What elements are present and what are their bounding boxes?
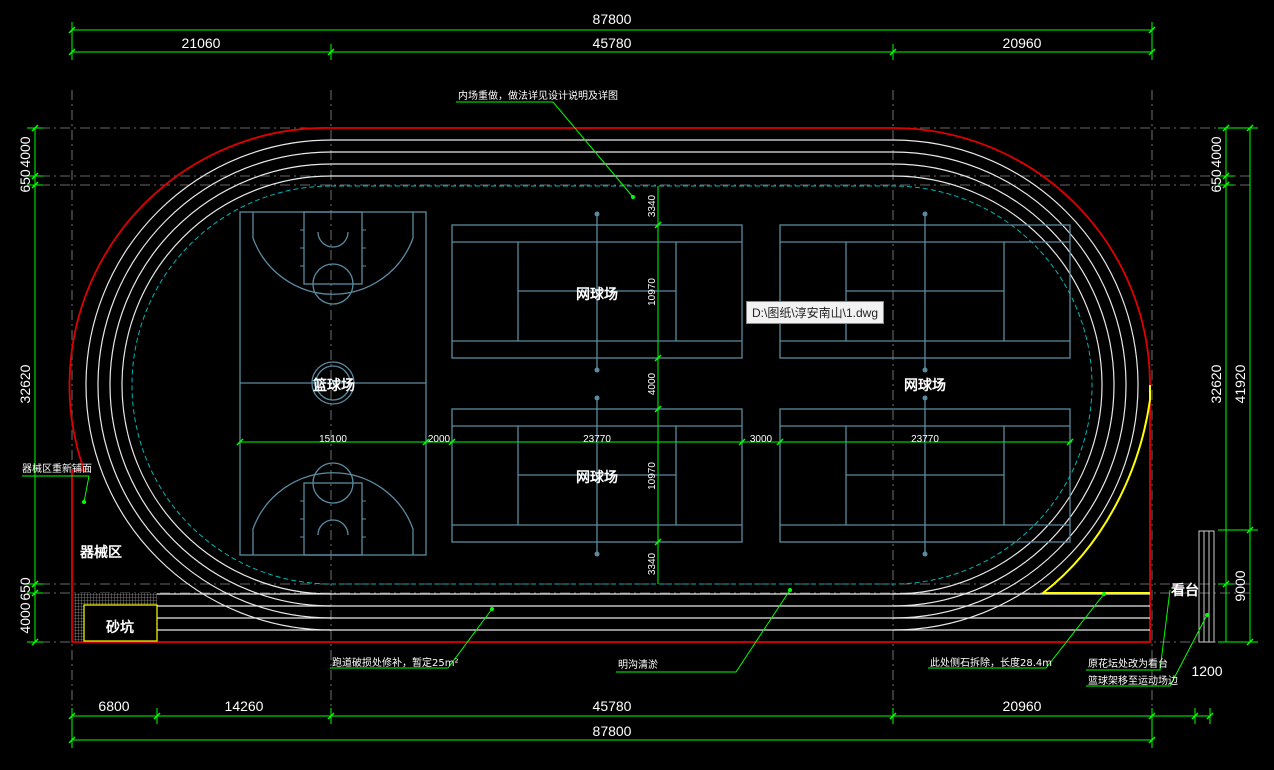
dim-bottom-3: 45780 [593, 698, 632, 714]
dim-right-9000: 9000 [1232, 570, 1248, 601]
tennis-courts [451, 214, 1071, 554]
stand-edge [1040, 385, 1151, 594]
interior-dim-ticks [236, 221, 1074, 546]
dim-left-4000-bot: 4000 [17, 602, 33, 633]
dim-left-4000-top: 4000 [17, 136, 33, 167]
dim-vert-10970-top: 10970 [647, 278, 658, 306]
inner-field-edge [131, 185, 1093, 585]
dim-right-41920: 41920 [1232, 364, 1248, 403]
file-path-tooltip: D:\图纸\淳安南山\1.dwg [746, 301, 885, 324]
dimension-lines [27, 22, 1258, 748]
dim-field-3000: 3000 [750, 434, 773, 445]
dim-top-left: 21060 [182, 35, 221, 51]
dim-left-650-top: 650 [17, 169, 33, 193]
note-inner-field: 内场重做，做法详见设计说明及详图 [458, 89, 618, 102]
site-boundary [68, 127, 1151, 643]
dim-vert-10970-bot: 10970 [647, 462, 658, 490]
dim-top-mid: 45780 [593, 35, 632, 51]
label-equipment-area: 器械区 [79, 544, 122, 561]
dim-right-650: 650 [1208, 169, 1224, 193]
hatched-strip [74, 593, 84, 641]
dim-vert-4000: 4000 [647, 372, 658, 395]
dim-right-32620: 32620 [1208, 364, 1224, 403]
dim-top-right: 20960 [1003, 35, 1042, 51]
dim-top-total: 87800 [593, 11, 632, 27]
dim-field-2000: 2000 [428, 434, 451, 445]
dim-bottom-1: 6800 [98, 698, 129, 714]
label-sand-pit: 砂坑 [105, 619, 134, 636]
note-curb: 此处侧石拆除，长度28.4m [930, 656, 1052, 669]
dim-bottom-4: 20960 [1003, 698, 1042, 714]
dim-right-4000: 4000 [1208, 136, 1224, 167]
running-track [85, 139, 1150, 631]
sand-pit-outline [83, 604, 158, 642]
label-tennis-top: 网球场 [576, 286, 618, 303]
label-basketball: 篮球场 [312, 377, 355, 394]
note-drain: 明沟清淤 [618, 658, 658, 671]
centerlines [40, 90, 1250, 712]
net-posts [594, 211, 928, 557]
dim-left-650-bot: 650 [17, 577, 33, 601]
leader-lines [22, 101, 1208, 687]
hatched-top [74, 593, 157, 605]
note-flower-bed-1: 原花坛处改为看台 [1088, 657, 1168, 670]
label-stand: 看台 [1170, 582, 1199, 599]
leader-dots [82, 195, 1209, 617]
label-tennis-bottom: 网球场 [576, 469, 618, 486]
dim-field-23770-a: 23770 [583, 434, 611, 445]
dim-field-23770-b: 23770 [911, 434, 939, 445]
note-equipment-resurface: 器械区重新铺面 [22, 462, 92, 475]
note-flower-bed-2: 篮球架移至运动场边 [1088, 674, 1178, 687]
dim-vert-3340-bot: 3340 [647, 552, 658, 575]
basketball-court [239, 211, 427, 556]
dim-bottom-5: 1200 [1191, 663, 1222, 679]
dim-bottom-total: 87800 [593, 723, 632, 739]
dim-vert-3340-top: 3340 [647, 194, 658, 217]
dim-left-32620: 32620 [17, 364, 33, 403]
label-tennis-right: 网球场 [904, 377, 946, 394]
dim-field-15100: 15100 [319, 434, 347, 445]
stand-block [1198, 530, 1215, 643]
dim-bottom-2: 14260 [225, 698, 264, 714]
note-track-repair: 跑道破损处修补，暂定25m² [332, 656, 458, 669]
